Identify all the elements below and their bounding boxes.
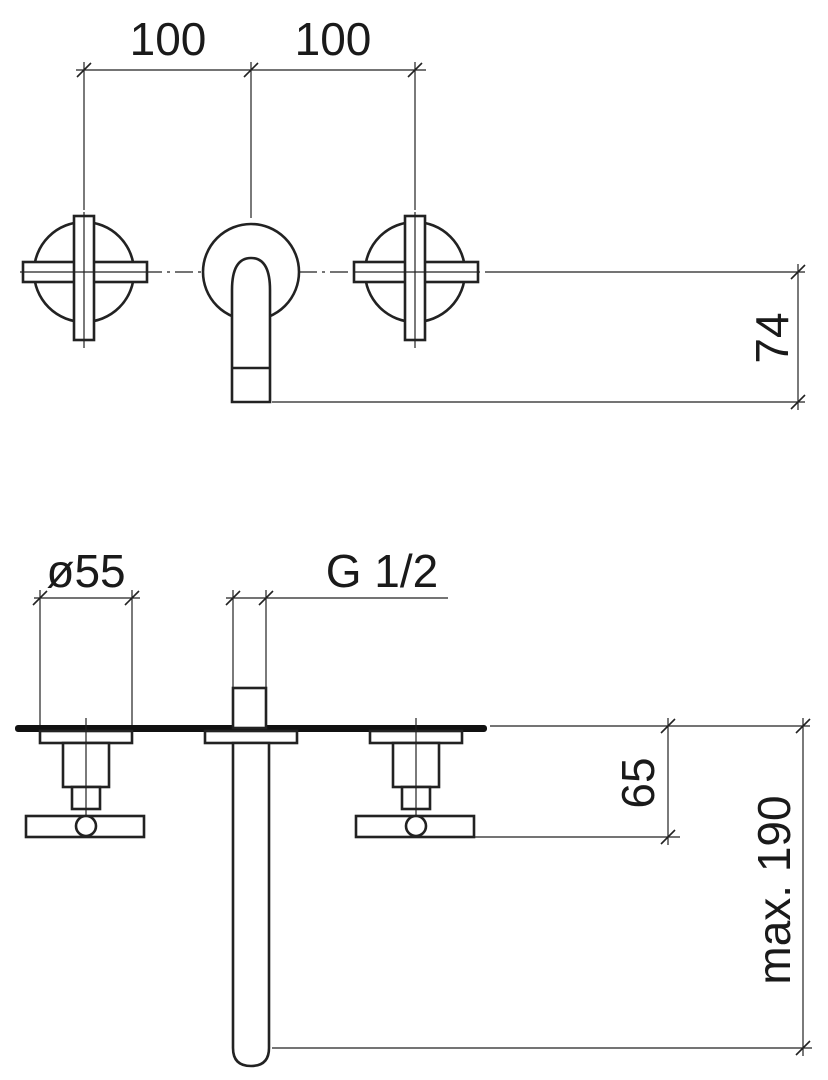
handle-hub-right bbox=[404, 814, 428, 838]
dimension-label-65: 65 bbox=[612, 757, 664, 808]
spout-thread-connector bbox=[231, 686, 268, 730]
spout-side bbox=[203, 686, 299, 1068]
handle-hub-left bbox=[74, 814, 98, 838]
dimension-ticks-74 bbox=[790, 264, 806, 410]
dimension-ticks-190 bbox=[795, 718, 811, 1056]
handle-side-left bbox=[24, 718, 146, 839]
spout-pipe bbox=[231, 741, 271, 1068]
cross-handle-left bbox=[21, 214, 149, 342]
cross-handle-right bbox=[352, 214, 480, 342]
spout-top-view bbox=[201, 222, 301, 404]
dimension-label-190: max. 190 bbox=[748, 795, 800, 984]
side-view: ø55 G 1/2 bbox=[15, 545, 812, 1068]
dimension-ticks-65 bbox=[660, 718, 676, 845]
dimension-label-thread: G 1/2 bbox=[326, 545, 439, 597]
top-view: 100 100 bbox=[20, 13, 806, 410]
dimension-label-left: 100 bbox=[130, 13, 207, 65]
handle-side-right bbox=[354, 718, 476, 839]
dimension-label-55: ø55 bbox=[46, 545, 125, 597]
dimension-label-right: 100 bbox=[295, 13, 372, 65]
spout-rosette-side bbox=[203, 729, 299, 745]
dimension-label-74: 74 bbox=[746, 312, 798, 363]
spout-body bbox=[230, 256, 272, 404]
